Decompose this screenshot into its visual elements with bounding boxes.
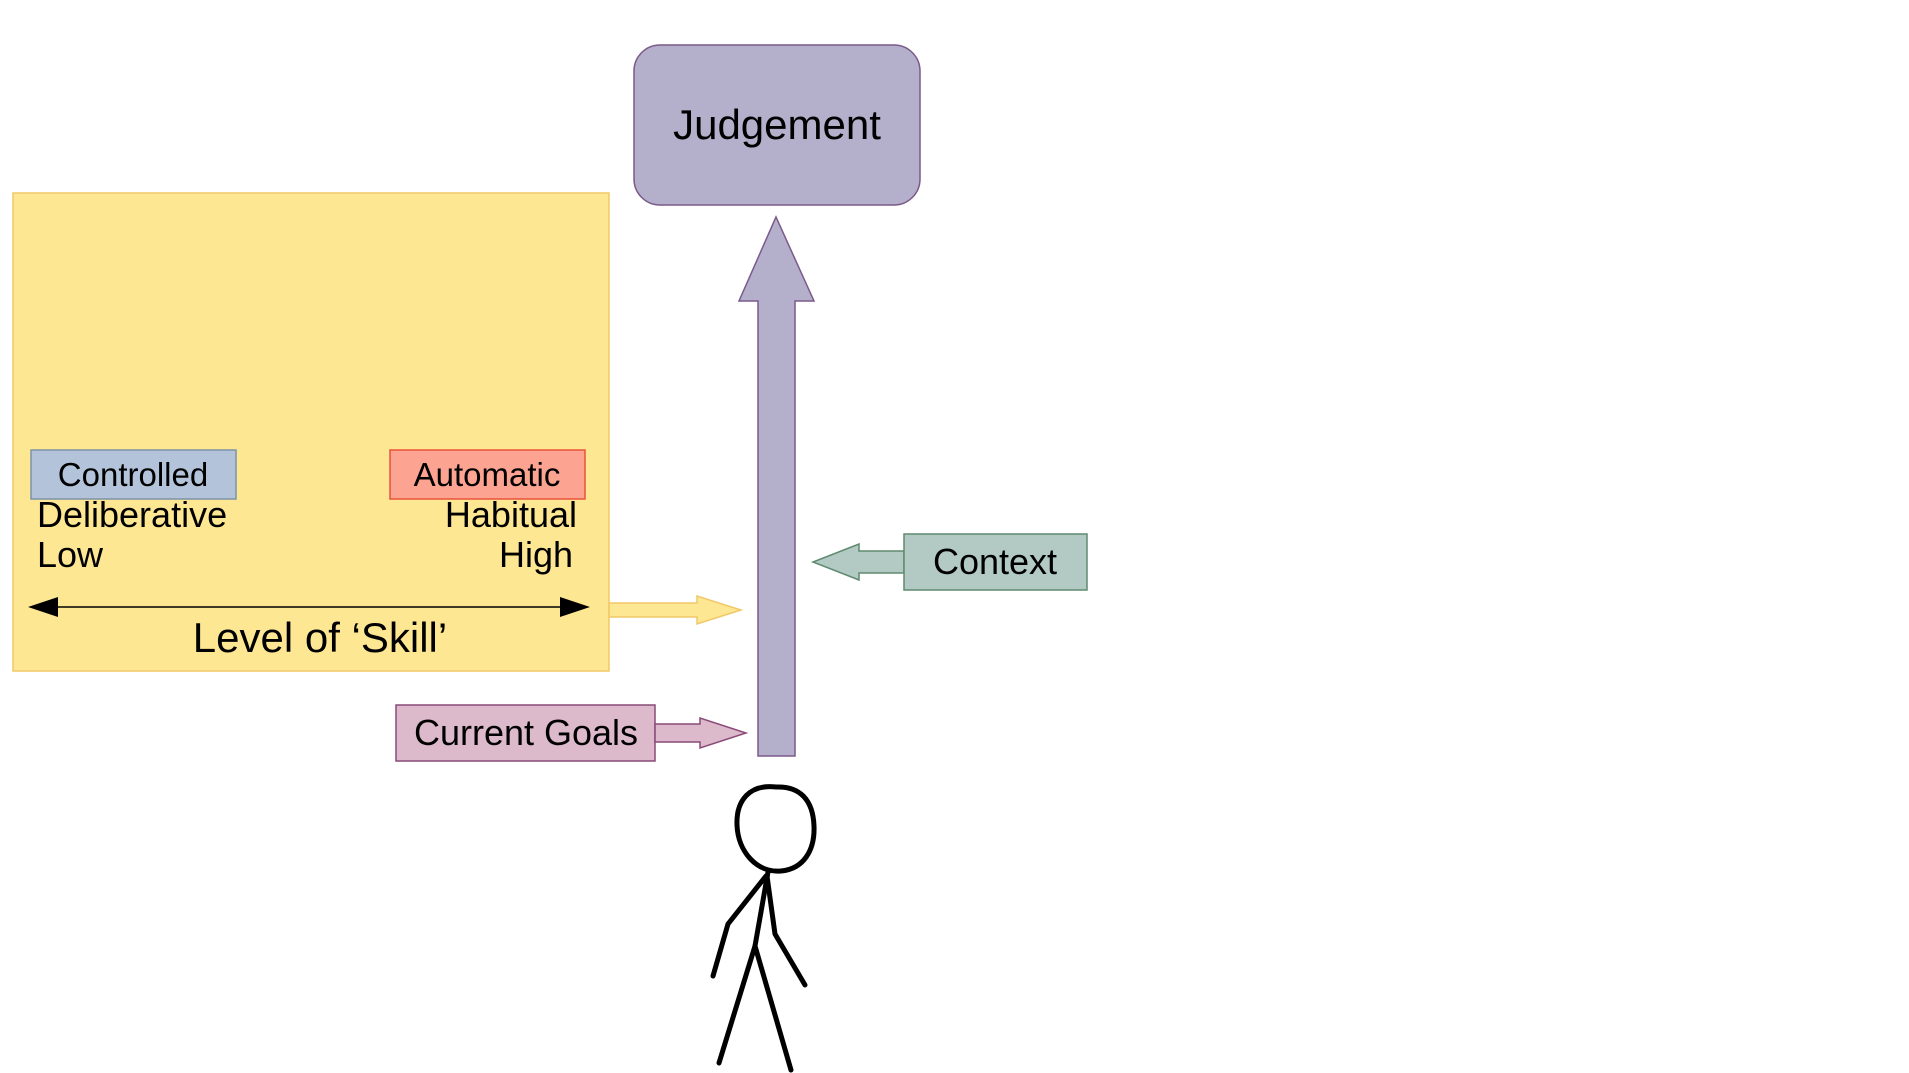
skill-axis-double-arrow	[28, 597, 590, 617]
skill-panel-background	[12, 192, 610, 672]
skill-to-judgement-arrow	[608, 594, 744, 626]
left-level: Low	[37, 534, 104, 575]
controlled-box-rect	[30, 449, 237, 500]
right-descriptor: Habitual	[445, 494, 577, 535]
current-goals-box	[395, 704, 656, 762]
skill-panel: Controlled Automatic Deliberative Low Ha…	[12, 192, 610, 672]
stick-figure-right-leg	[752, 943, 794, 1073]
current-goals-label: Current Goals	[414, 712, 638, 753]
controlled-box: Controlled	[30, 449, 237, 500]
context-box	[903, 533, 1088, 591]
judgement-box: Judgement	[633, 44, 921, 206]
stick-figure	[710, 784, 817, 1073]
stick-figure-left-leg	[716, 943, 758, 1066]
skill-axis-label: Level of ‘Skill’	[193, 614, 447, 661]
stick-figure-left-arm	[710, 873, 769, 979]
current-goals-input: Current Goals	[395, 704, 749, 762]
stick-figure-head	[734, 784, 817, 874]
judgement-box-rect	[633, 44, 921, 206]
context-arrow	[810, 542, 905, 582]
automatic-label: Automatic	[414, 456, 561, 493]
context-input: Context	[810, 533, 1088, 591]
controlled-label: Controlled	[58, 456, 208, 493]
stick-figure-right-arm	[764, 873, 808, 988]
left-descriptor: Deliberative	[37, 494, 227, 535]
judgement-label: Judgement	[673, 101, 881, 148]
context-label: Context	[933, 541, 1057, 582]
right-level: High	[499, 534, 573, 575]
current-goals-arrow	[654, 716, 749, 750]
main-upward-arrow	[737, 215, 816, 757]
automatic-box-rect	[389, 449, 586, 500]
automatic-box: Automatic	[389, 449, 586, 500]
